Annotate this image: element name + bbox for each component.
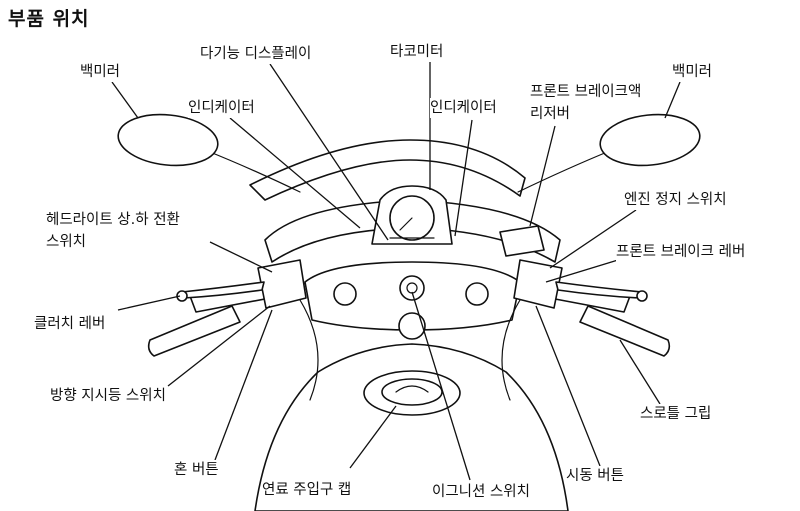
label-brake-reservoir-2: 리저버 bbox=[530, 104, 571, 124]
fork-cap-left bbox=[333, 282, 357, 306]
brake-reservoir bbox=[499, 225, 545, 257]
label-headlight-switch-2: 스위치 bbox=[46, 232, 87, 252]
label-front-brake-lever: 프론트 브레이크 레버 bbox=[616, 242, 746, 262]
right-mirror-stem bbox=[517, 149, 613, 193]
label-multi-display: 다기능 디스플레이 bbox=[200, 44, 312, 64]
left-switch-housing bbox=[257, 259, 307, 309]
right-switch-housing bbox=[513, 259, 563, 309]
label-start-button: 시동 버튼 bbox=[566, 466, 624, 486]
label-ignition-switch: 이그니션 스위치 bbox=[432, 482, 530, 502]
label-headlight-switch-1: 헤드라이트 상.하 전환 bbox=[46, 210, 180, 230]
left-grip bbox=[147, 305, 241, 357]
upper-cowl bbox=[264, 199, 561, 263]
label-fuel-filler-cap: 연료 주입구 캡 bbox=[262, 480, 352, 500]
label-tachometer: 타코미터 bbox=[390, 42, 444, 62]
label-indicator-right: 인디케이터 bbox=[430, 98, 497, 118]
label-indicator-left: 인디케이터 bbox=[188, 98, 255, 118]
right-mirror bbox=[599, 113, 701, 167]
label-brake-reservoir-1: 프론트 브레이크액 bbox=[530, 82, 642, 102]
fork-cap-right bbox=[465, 282, 489, 306]
windscreen bbox=[249, 139, 526, 201]
steering-stem-bolt bbox=[398, 312, 426, 340]
label-clutch-lever: 클러치 레버 bbox=[34, 314, 106, 334]
label-throttle-grip: 스로틀 그립 bbox=[640, 404, 712, 424]
page-title: 부품 위치 bbox=[8, 8, 90, 30]
stem-nut bbox=[399, 275, 425, 301]
right-grip bbox=[579, 305, 671, 357]
label-turn-signal-switch: 방향 지시등 스위치 bbox=[50, 386, 166, 406]
label-mirror-right: 백미러 bbox=[672, 62, 713, 82]
label-engine-stop-switch: 엔진 정지 스위치 bbox=[624, 190, 727, 210]
fuel-tank bbox=[254, 343, 569, 511]
label-mirror-left: 백미러 bbox=[80, 62, 121, 82]
label-horn-button: 혼 버튼 bbox=[174, 460, 219, 480]
left-mirror bbox=[117, 113, 219, 167]
fuel-filler-cap bbox=[381, 378, 443, 406]
